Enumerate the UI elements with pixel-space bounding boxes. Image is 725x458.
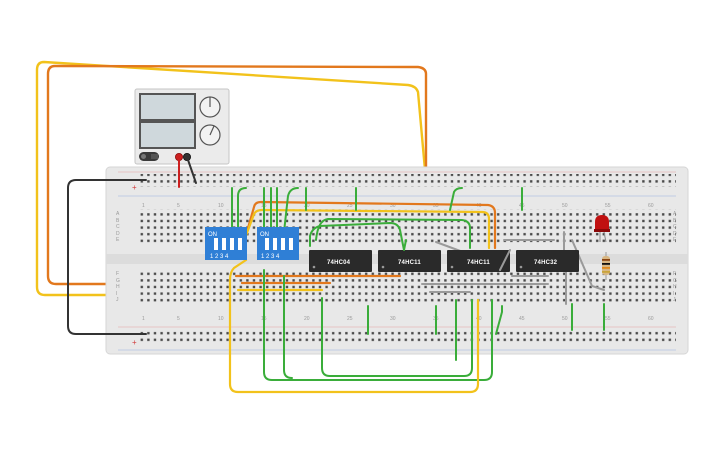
- row-label: C: [116, 224, 120, 230]
- chip-74hc04[interactable]: 74HC04: [309, 250, 372, 272]
- row-label: F: [116, 271, 119, 277]
- dip-toggle[interactable]: [281, 238, 285, 250]
- column-number: 25: [347, 203, 353, 209]
- dip-toggle[interactable]: [238, 238, 242, 250]
- wire-green[interactable]: [309, 222, 405, 251]
- wire-yellow[interactable]: [242, 208, 491, 250]
- row-labels-right: A B C D E F G H I J: [673, 211, 677, 303]
- column-number: 1: [142, 203, 145, 209]
- column-number: 45: [519, 316, 525, 322]
- wire-orange-loop-outer[interactable]: [46, 64, 428, 286]
- column-number: 40: [476, 203, 482, 209]
- row-label: A: [673, 211, 677, 217]
- column-number: 20: [304, 316, 310, 322]
- column-number: 10: [218, 316, 224, 322]
- row-label: C: [673, 224, 677, 230]
- current-display: [139, 121, 196, 149]
- column-number: 10: [218, 203, 224, 209]
- column-number: 50: [562, 316, 568, 322]
- wire-black-ground[interactable]: [186, 156, 197, 184]
- wire-green[interactable]: [449, 187, 463, 211]
- wire-green[interactable]: [495, 305, 503, 335]
- dip-toggle[interactable]: [265, 238, 269, 250]
- dip-switch-1[interactable]: ON 1 2 3 4: [205, 227, 247, 260]
- dip-toggle[interactable]: [230, 238, 234, 250]
- column-number: 60: [648, 316, 654, 322]
- row-label: A: [116, 211, 120, 217]
- wire-yellow-loop-outer[interactable]: [35, 60, 434, 297]
- power-supply[interactable]: [134, 88, 230, 165]
- row-label: F: [673, 271, 676, 277]
- column-number: 5: [177, 203, 180, 209]
- row-label: B: [116, 218, 120, 224]
- row-label: E: [116, 237, 120, 243]
- column-number: 5: [177, 316, 180, 322]
- wire-green[interactable]: [283, 275, 293, 379]
- wire-green[interactable]: [403, 239, 407, 251]
- chip-overlay-wires: [403, 239, 511, 271]
- row-label: E: [673, 237, 677, 243]
- column-number: 50: [562, 203, 568, 209]
- dip-toggle[interactable]: [214, 238, 218, 250]
- wire-green[interactable]: [237, 187, 247, 233]
- chip-label: 74HC11: [398, 260, 421, 266]
- column-number: 55: [605, 203, 611, 209]
- row-label: J: [116, 297, 119, 303]
- wire-orange[interactable]: [244, 200, 497, 250]
- wire-gray[interactable]: [499, 249, 511, 271]
- column-number: 1: [142, 316, 145, 322]
- voltage-display: [139, 93, 196, 121]
- dip-switch-2[interactable]: ON 1 2 3 4: [257, 227, 299, 260]
- chip-74hc32[interactable]: 74HC32: [516, 250, 579, 272]
- chip-label: 74HC04: [327, 260, 351, 266]
- wire-black-loop[interactable]: [67, 179, 147, 335]
- row-label: H: [116, 284, 120, 290]
- wire-green[interactable]: [263, 269, 493, 381]
- chip-74hc11-b[interactable]: 74HC11: [447, 250, 510, 272]
- dip-on-label: ON: [208, 232, 217, 238]
- column-number: 30: [390, 203, 396, 209]
- wire-green[interactable]: [321, 297, 473, 377]
- row-label: G: [673, 278, 677, 284]
- column-number: 25: [347, 316, 353, 322]
- row-label: D: [116, 231, 120, 237]
- row-label: D: [673, 231, 677, 237]
- dip-on-label: ON: [260, 232, 269, 238]
- rail-holes[interactable]: [140, 174, 676, 342]
- resistor[interactable]: [602, 252, 610, 280]
- row-label: H: [673, 284, 677, 290]
- chip-label: 74HC32: [534, 260, 558, 266]
- wire-green[interactable]: [283, 187, 299, 233]
- column-number: 35: [433, 203, 439, 209]
- dip-toggle[interactable]: [273, 238, 277, 250]
- dip-numbers: 1 2 3 4: [261, 254, 280, 260]
- led[interactable]: [594, 215, 610, 243]
- rail-plus-top: +: [132, 183, 137, 192]
- power-leads: [67, 156, 197, 335]
- row-label: J: [673, 297, 676, 303]
- dip-toggle[interactable]: [222, 238, 226, 250]
- row-label: B: [673, 218, 677, 224]
- background-wires: [35, 60, 434, 297]
- wire-yellow-bottom-loop[interactable]: [228, 258, 480, 394]
- dip-toggle[interactable]: [289, 238, 293, 250]
- column-number: 55: [605, 316, 611, 322]
- chip-74hc11-a[interactable]: 74HC11: [378, 250, 441, 272]
- chip-label: 74HC11: [467, 260, 490, 266]
- row-label: I: [673, 291, 674, 297]
- row-label: I: [116, 291, 117, 297]
- row-labels-left: A B C D E F G H I J: [116, 211, 120, 303]
- rail-plus-bottom: +: [132, 338, 137, 347]
- dip-numbers: 1 2 3 4: [210, 254, 229, 260]
- row-label: G: [116, 278, 120, 284]
- wire-green[interactable]: [315, 218, 471, 249]
- column-number: 60: [648, 203, 654, 209]
- green-wires: [231, 187, 605, 381]
- column-number: 30: [390, 316, 396, 322]
